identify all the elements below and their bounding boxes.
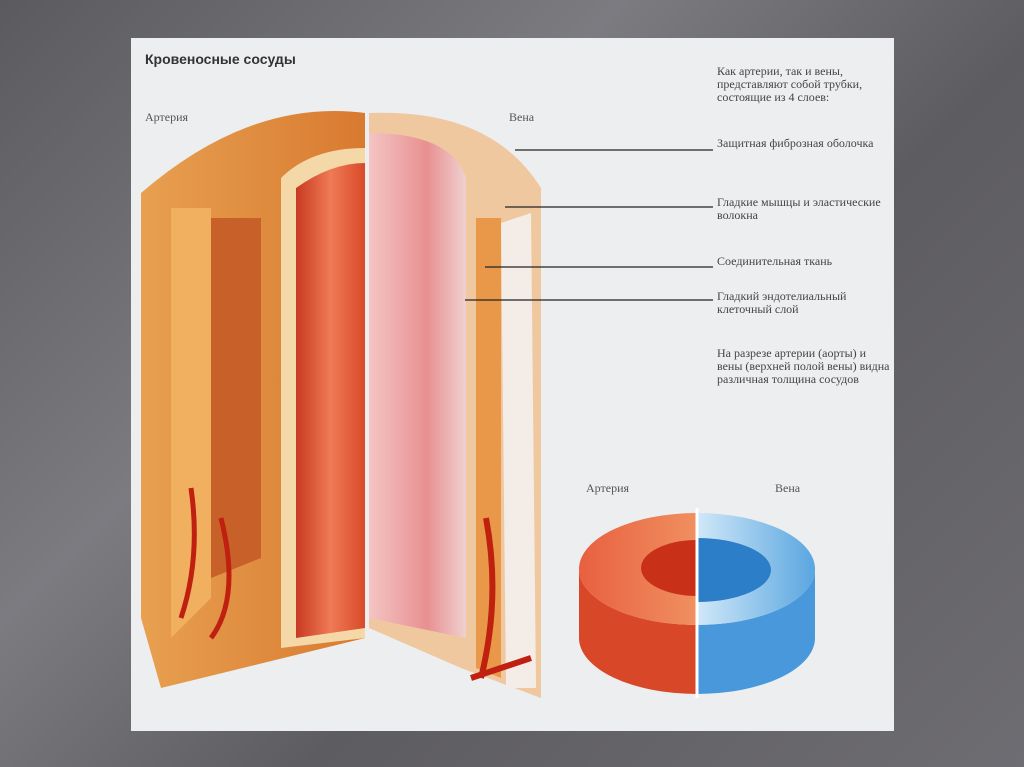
ring-cross-section: [579, 508, 815, 698]
intro-text: Как артерии, так и вены, представляют со…: [717, 64, 863, 104]
layer-4-label: Гладкий эндотелиальный клеточный слой: [717, 289, 847, 316]
leader-lines: [465, 149, 713, 301]
section-note: На разрезе артерии (аорты) и вены (верхн…: [717, 346, 890, 386]
layer-1-label: Защитная фиброзная оболочка: [717, 136, 874, 150]
section-artery-label: Артерия: [586, 481, 630, 495]
vein-label: Вена: [509, 110, 535, 124]
layer-3-label: Соединительная ткань: [717, 254, 833, 268]
artery-cross-section: [141, 110, 365, 689]
vein-cross-section: [369, 112, 541, 699]
artery-label: Артерия: [145, 110, 189, 124]
slide-title: Кровеносные сосуды: [145, 51, 296, 67]
layer-2-label: Гладкие мышцы и эластические волокна: [717, 195, 881, 222]
slide-panel: Кровеносные сосуды Артерия Вена: [131, 38, 894, 731]
section-vein-label: Вена: [775, 481, 801, 495]
vessel-illustration: [141, 110, 815, 699]
